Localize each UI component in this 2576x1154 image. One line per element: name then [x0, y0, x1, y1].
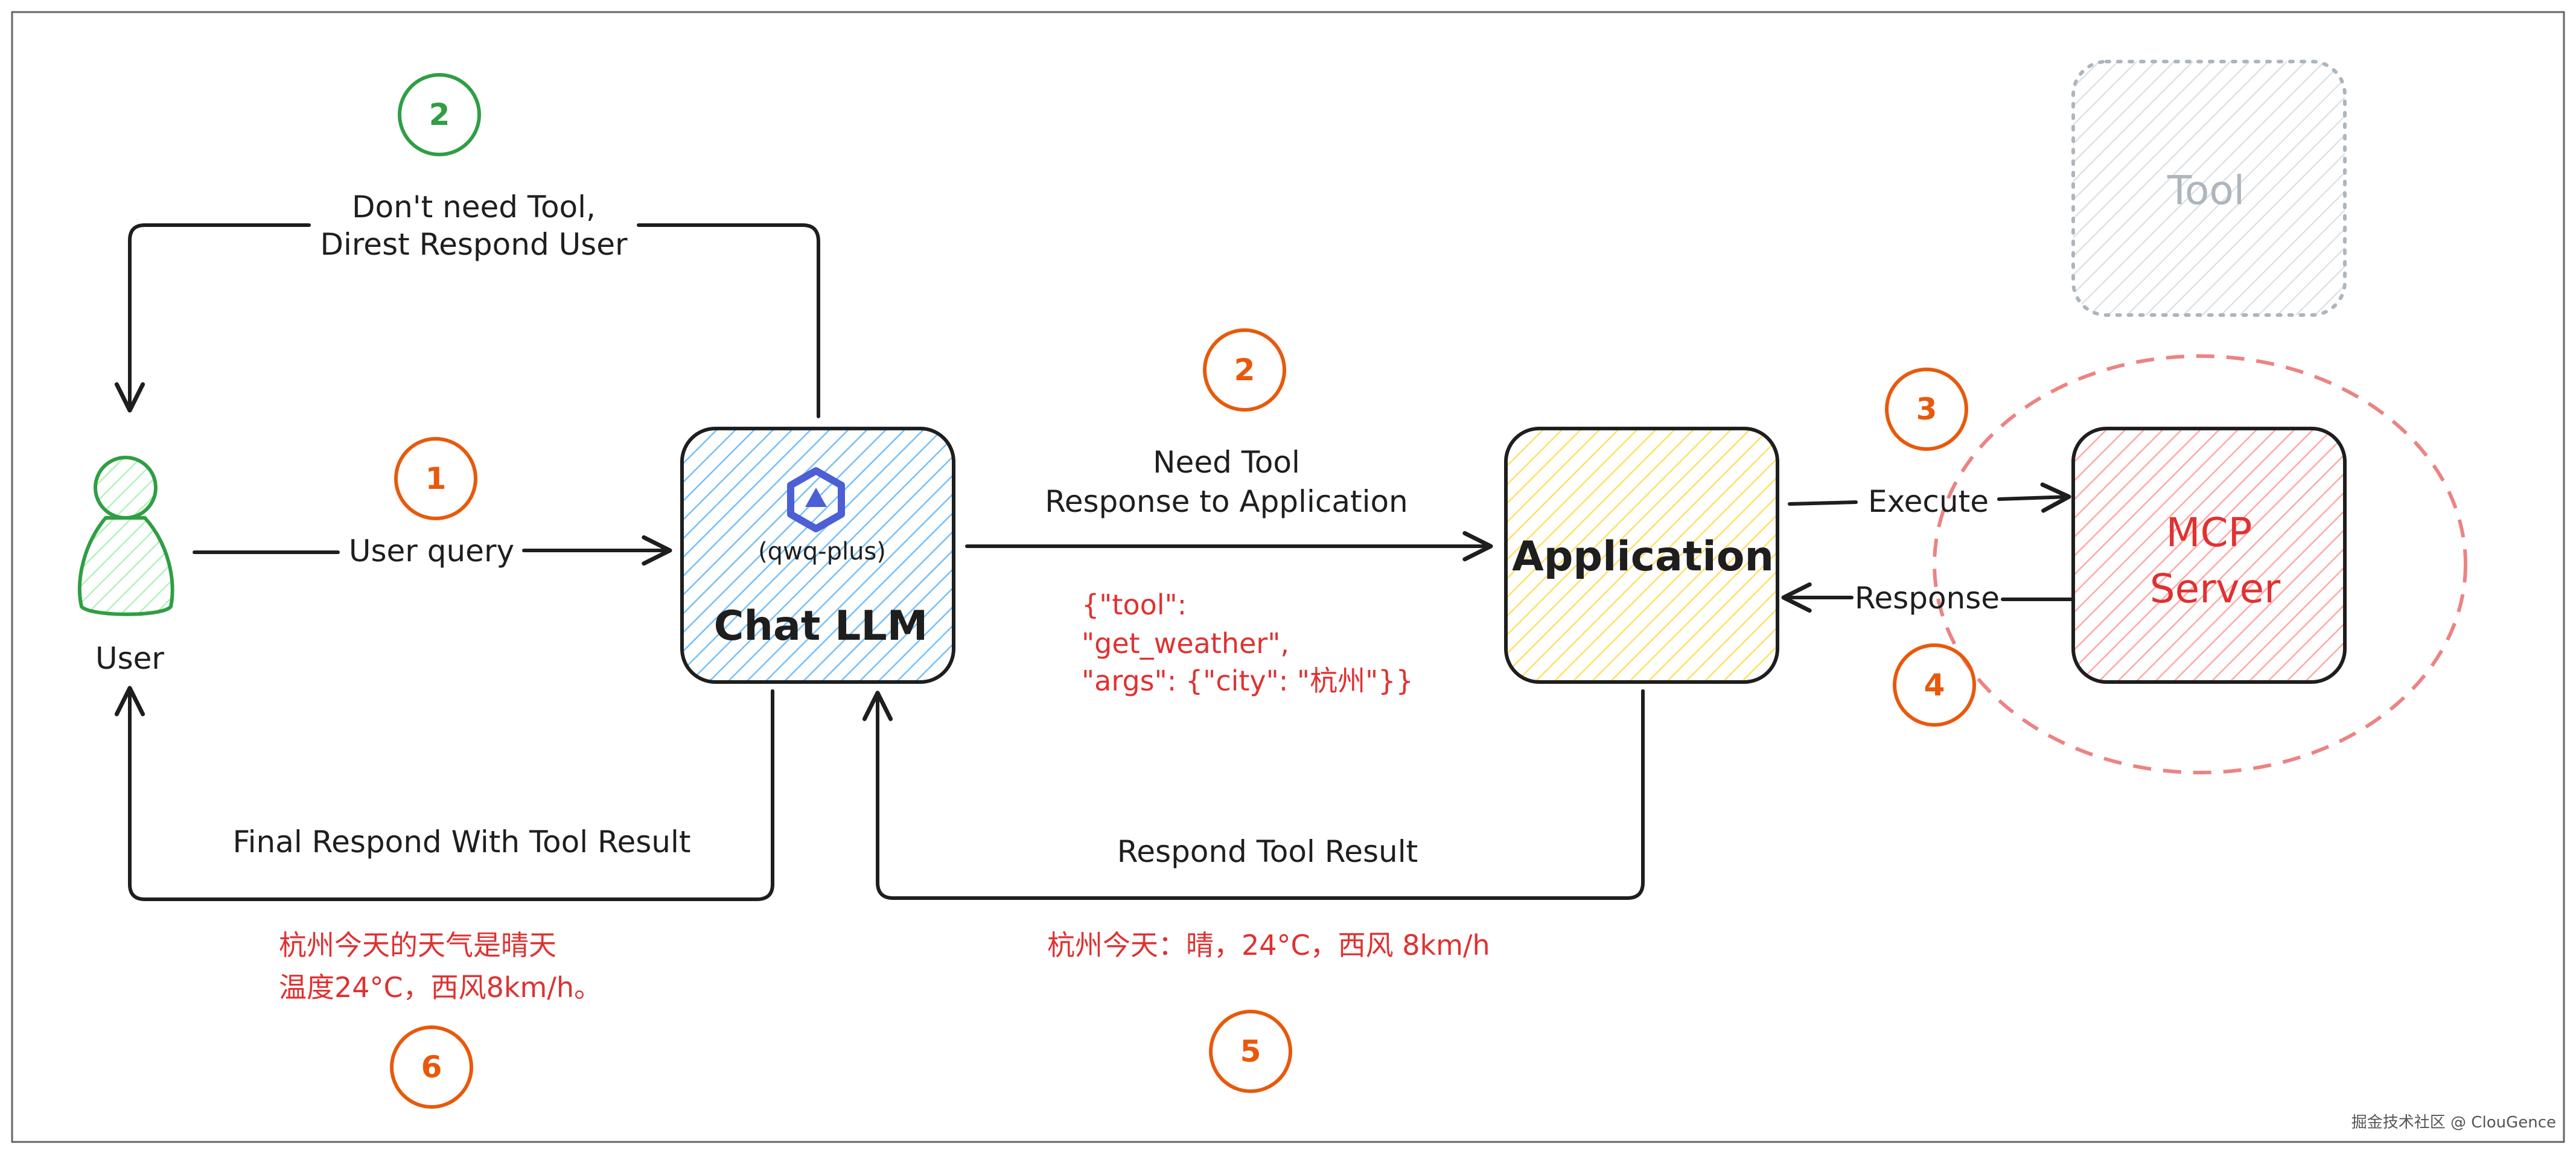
mcp-server-title-line2: Server [2150, 566, 2281, 612]
chat-llm-title: Chat LLM [714, 602, 928, 650]
user-body-icon [78, 516, 174, 616]
qwen-logo-icon [787, 467, 845, 532]
svg-text:1: 1 [426, 461, 447, 496]
user-head-icon [94, 456, 158, 520]
step-badge-4: 4 [1893, 643, 1976, 727]
final-answer-line1: 杭州今天的天气是晴天 [279, 929, 556, 961]
step-badge-5: 5 [1209, 1010, 1292, 1093]
step-badge-1: 1 [394, 437, 477, 520]
edge-need-tool-line2: Response to Application [1045, 484, 1408, 519]
tool-call-json-line3: "args": {"city": "杭州"}} [1082, 665, 1414, 697]
tool-title: Tool [2167, 167, 2245, 214]
edge-execute-right [1997, 482, 2071, 513]
user-label: User [95, 641, 164, 676]
application-box [1504, 427, 1779, 684]
tool-node: Tool [2071, 60, 2347, 317]
final-answer-line2: 温度24°C，西风8km/h。 [279, 971, 602, 1004]
watermark-text: 掘金技术社区 @ ClouGence [2351, 1114, 2556, 1132]
edge-execute-label: Execute [1868, 484, 1989, 519]
user-node: User [78, 456, 174, 676]
edge-respond-tool-result-label: Respond Tool Result [1117, 834, 1418, 869]
mcp-server-title-line1: MCP [2166, 509, 2252, 556]
edge-direct-respond-left [114, 223, 311, 413]
svg-text:2: 2 [429, 97, 450, 132]
mcp-server-node: MCP Server [1933, 354, 2467, 774]
edge-respond-tool-result [862, 689, 1645, 900]
step-badge-2-green: 2 [398, 73, 481, 156]
application-title: Application [1512, 533, 1774, 581]
svg-text:2: 2 [1234, 352, 1255, 387]
svg-text:4: 4 [1924, 668, 1945, 703]
edge-direct-respond-right [637, 223, 820, 418]
edge-need-tool-line1: Need Tool [1153, 445, 1300, 480]
tool-call-json-line2: "get_weather", [1082, 627, 1289, 660]
step-badge-3: 3 [1885, 368, 1968, 451]
svg-text:5: 5 [1240, 1034, 1261, 1069]
chat-llm-box [680, 427, 955, 684]
edge-response-label: Response [1855, 581, 2000, 616]
application-node: Application [1504, 427, 1779, 684]
chat-llm-node: (qwq-plus) Chat LLM [680, 427, 955, 684]
step-badge-6: 6 [390, 1025, 473, 1109]
svg-text:3: 3 [1916, 392, 1937, 427]
tool-box [2071, 60, 2347, 317]
edge-execute-left [1788, 500, 1858, 506]
mcp-server-box [2071, 427, 2347, 684]
edge-user-query-label: User query [349, 534, 514, 569]
tool-result-text: 杭州今天：晴，24°C，西风 8km/h [1047, 929, 1490, 961]
edge-final-respond [114, 686, 774, 901]
edge-direct-respond-line2: Direst Respond User [320, 227, 628, 262]
edge-final-respond-label: Final Respond With Tool Result [232, 824, 690, 859]
chat-llm-model: (qwq-plus) [758, 538, 886, 566]
tool-call-json-line1: {"tool": [1082, 588, 1187, 621]
svg-text:6: 6 [421, 1050, 442, 1085]
canvas-border [11, 11, 2565, 1143]
step-badge-2-orange: 2 [1203, 328, 1286, 412]
edge-direct-respond-line1: Don't need Tool, [352, 190, 596, 225]
mcp-dashed-ring [1933, 354, 2467, 774]
